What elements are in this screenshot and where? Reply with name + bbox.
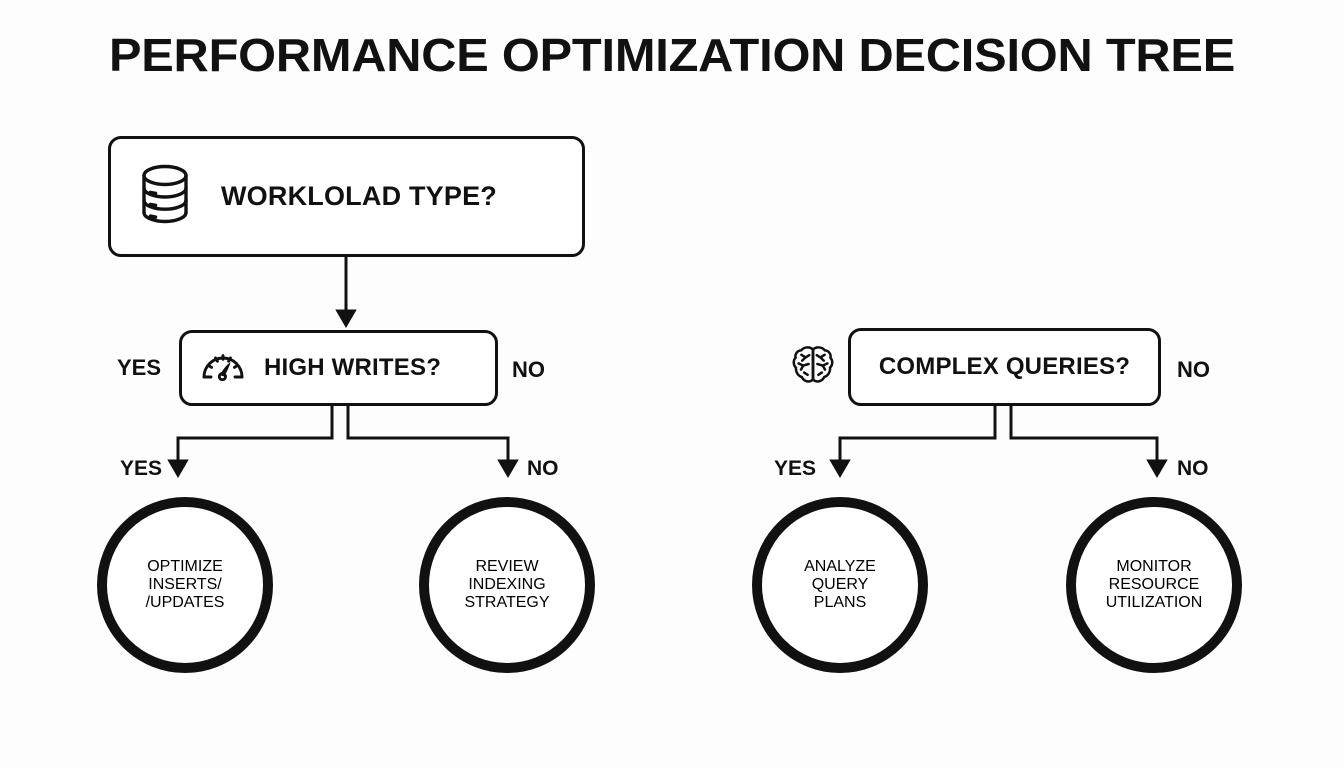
node-high-writes-label: HIGH WRITES? [264,354,442,381]
label-branch-writes-no: NO [527,457,559,480]
gauge-icon [200,346,246,391]
edge-complex-queries-branches [829,406,1168,478]
node-complex-queries[interactable]: COMPLEX QUERIES? [848,328,1161,406]
node-workload-type-label: WORKLOLAD TYPE? [221,181,497,211]
leaf-review-indexing-strategy[interactable] [419,497,595,673]
node-complex-queries-label: COMPLEX QUERIES? [878,353,1131,380]
label-branch-queries-yes: YES [774,457,817,480]
leaf-optimize-inserts-updates[interactable] [97,497,273,673]
database-icon [137,163,193,230]
brain-icon [789,341,837,394]
label-branch-queries-no: NO [1177,457,1209,480]
label-high-writes-no: NO [512,357,545,382]
leaf-monitor-resource-utilization[interactable] [1066,497,1242,673]
label-complex-queries-no: NO [1177,357,1210,382]
node-high-writes[interactable]: HIGH WRITES? [179,330,498,406]
edge-high-writes-branches [167,406,519,478]
page-title: PERFORMANCE OPTIMIZATION DECISION TREE [108,29,1236,81]
leaf-analyze-query-plans[interactable] [752,497,928,673]
label-branch-writes-yes: YES [120,457,163,480]
label-high-writes-yes: YES [117,355,162,380]
node-workload-type[interactable]: WORKLOLAD TYPE? [108,136,585,257]
